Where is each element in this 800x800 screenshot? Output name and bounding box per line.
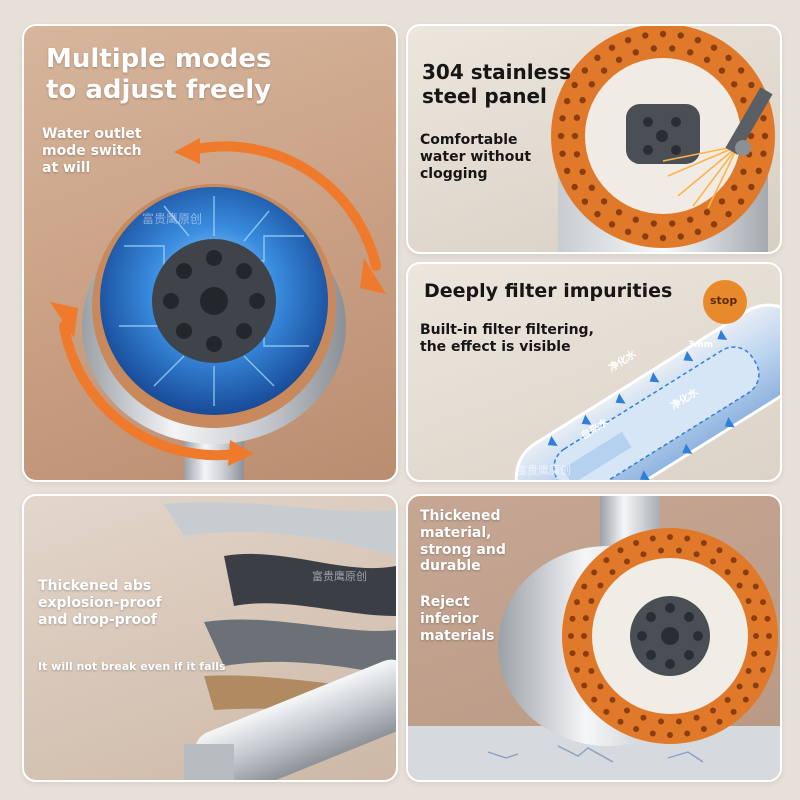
panel4-note: It will not break even if it falls [38,660,226,673]
panel5-caption-line: Reject [420,594,470,610]
panel3-caption-line: the effect is visible [420,338,571,355]
panel2-caption: Comfortable water without clogging [420,132,531,182]
watermark: 富贵鹰原创 [516,464,571,477]
panel1-title-line2: to adjust freely [46,75,272,106]
durable-head-art [408,496,780,780]
layer-grey-shape [204,619,396,676]
nozzle-holes [637,603,703,669]
panel2-caption-line: water without [420,148,532,165]
filter-label-size: 3mm [688,340,714,350]
arrow-head-right [360,258,386,294]
flow-arrows-icon [547,329,735,480]
panel4-caption: Thickened abs explosion-proof and drop-p… [38,578,162,628]
panel2-title-line2: steel panel [422,84,547,108]
panel2-title-line1: 304 stainless [422,60,571,84]
panel4-caption-line: explosion-proof [38,594,162,611]
copper-holes [568,534,772,738]
panel5-caption-line: materials [420,627,495,644]
panel1-title: Multiple modes to adjust freely [46,44,272,106]
floor-cracks [487,745,704,763]
arrow-head-bottom [228,440,254,466]
filter-panel: Deeply filter impurities Built-in filter… [406,262,782,482]
panel1-caption-line: at will [42,159,91,176]
panel5-caption-line: strong and [420,541,506,558]
grinder-tool-icon [725,87,773,156]
panel5-caption-line: Thickened [420,508,501,524]
panel5-caption-line: inferior [420,610,479,627]
copper-holes [557,30,769,242]
panel3-caption: Built-in filter filtering, the effect is… [420,322,594,356]
nozzle-holes [163,250,265,352]
stainless-panel: 304 stainless steel panel Comfortable wa… [406,24,782,254]
panel4-caption-line: Thickened abs [38,578,152,594]
filter-tube-art [514,280,780,480]
panel1-caption: Water outlet mode switch at will [42,126,142,176]
thread-connector-shape [184,744,234,780]
panel5-caption-b: Reject inferior materials [420,594,495,644]
panel5-caption-line: material, [420,524,492,541]
panel1-title-line1: Multiple modes [46,44,272,74]
arrow-head-left [50,302,78,338]
panel5-caption-a: Thickened material, strong and durable [420,508,506,575]
panel2-caption-line: Comfortable [420,132,518,148]
stainless-panel-art [551,26,775,252]
multi-mode-panel: Multiple modes to adjust freely Water ou… [22,24,398,482]
panel3-caption-line: Built-in filter filtering, [420,322,594,338]
thickened-abs-panel: Thickened abs explosion-proof and drop-p… [22,494,398,782]
handle-shape [194,659,396,780]
durable-material-panel: Thickened material, strong and durable R… [406,494,782,782]
panel1-caption-line: Water outlet [42,126,142,142]
rotate-arrows-icon [59,141,381,461]
layered-material-art [164,502,396,780]
panel2-caption-line: clogging [420,165,488,182]
nozzle-holes [643,117,681,155]
panel4-caption-line: and drop-proof [38,611,157,628]
shower-head-mode-art [50,138,386,480]
layer-chrome-shape [164,502,396,556]
stop-button-shape [703,280,747,324]
arrow-head-top [174,138,200,164]
panel5-caption-line: durable [420,558,481,575]
panel1-caption-line: mode switch [42,142,142,159]
watermark: 富贵鹰原创 [312,570,367,583]
layer-dark-shape [224,553,396,616]
panel2-title: 304 stainless steel panel [422,60,571,108]
stop-button-label: stop [710,294,738,307]
watermark: 富贵鹰原创 [142,212,203,226]
sparks-shape [662,145,739,209]
filter-core-shape [553,346,760,480]
panel3-title: Deeply filter impurities [424,280,673,302]
